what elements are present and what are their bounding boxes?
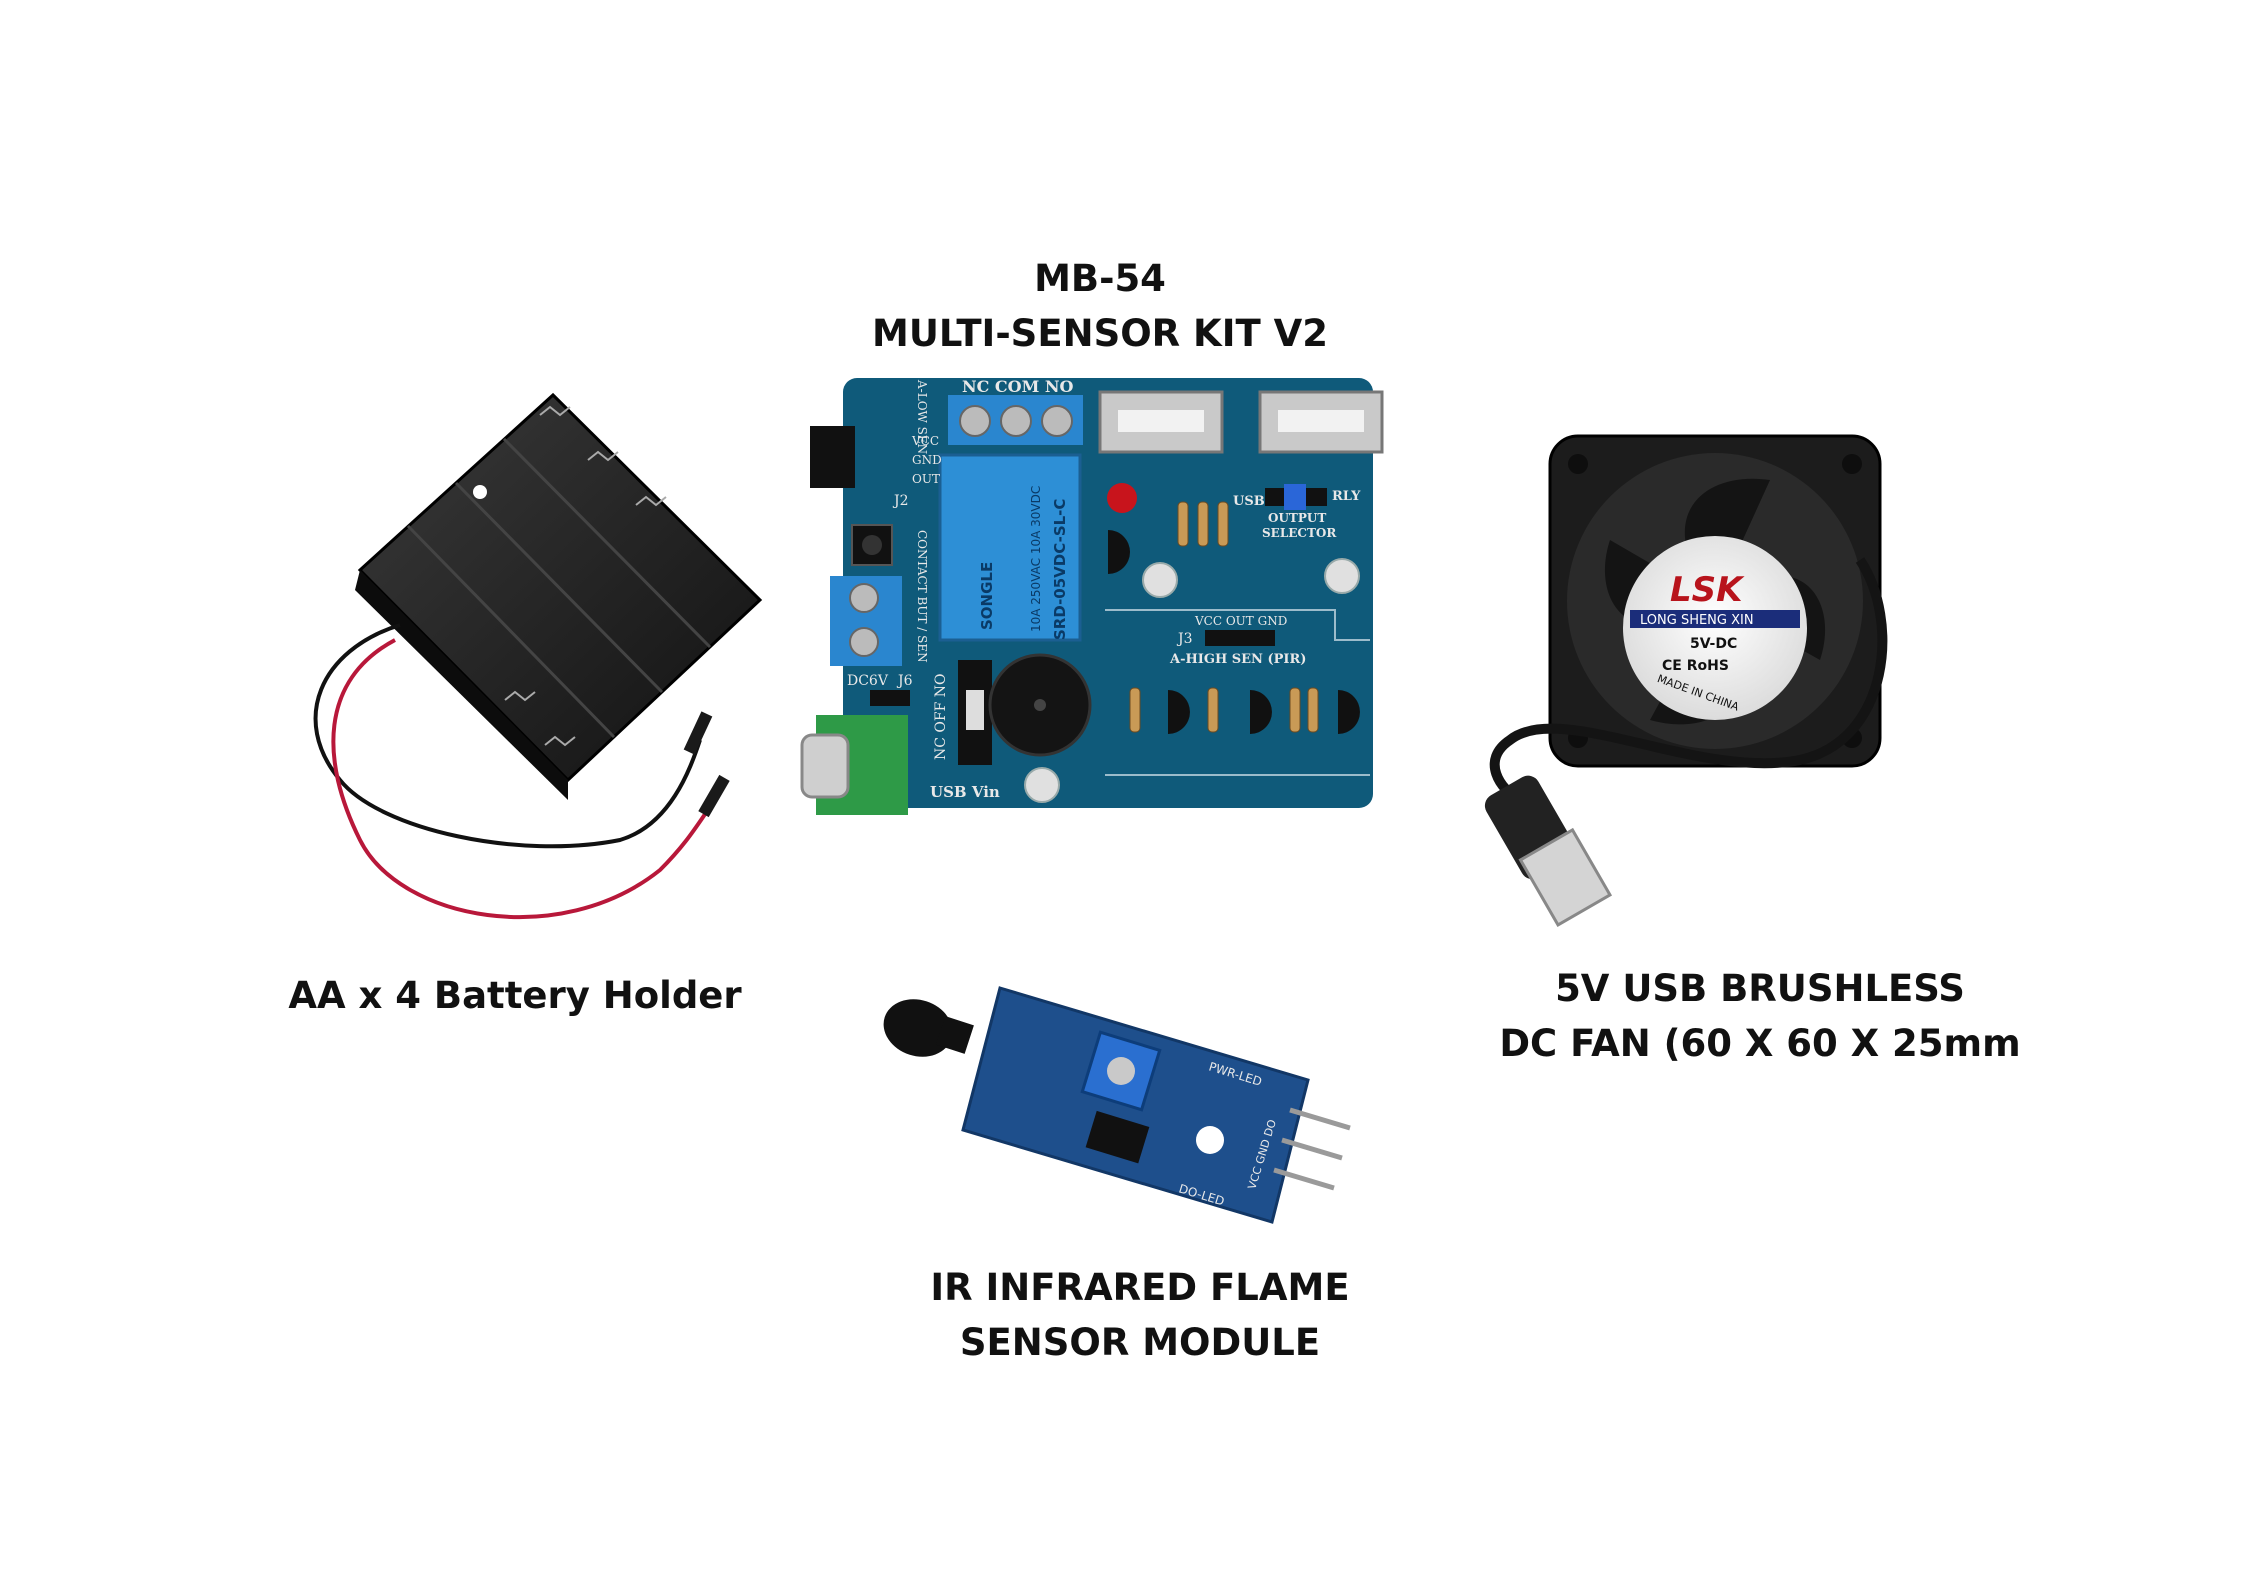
relay-brand: SONGLE [978,562,996,630]
power-terminal-block [830,576,902,666]
battery-wire-red [331,638,717,920]
usb-a-port [1098,390,1224,454]
battery-wire-connector [683,711,713,755]
pir-header [1205,630,1275,646]
caption-fan-line1: 5V USB BRUSHLESS [1555,967,1965,1010]
relay-model: SRD-05VDC-SL-C [1051,499,1069,640]
fan-maker: LONG SHENG XIN [1640,613,1754,628]
power-label: DC6V [847,673,889,689]
pin-vcc: VCC [911,434,939,448]
caption-fan-line2: DC FAN (60 X 60 X 25mm [1499,1022,2021,1065]
flame-mount-hole [1196,1126,1224,1154]
mounting-hole [1142,562,1178,598]
battery-springs-icon [504,405,667,747]
relay-terminal-block [948,395,1083,445]
flame-sensor-module: PWR-LED DO-LED VCC GND DO [883,986,1351,1224]
usb-vin-label: USB Vin [930,783,1000,801]
battery-wire-connector [698,774,730,818]
jumper-j6-label: J6 [896,673,913,689]
pir-connector [810,426,855,488]
caption-flame-line2: SENSOR MODULE [959,1321,1321,1364]
jumper-j2-label: J2 [892,493,909,509]
caption-usb-fan: 5V USB BRUSHLESS DC FAN (60 X 60 X 25mm [1480,961,2040,1071]
caption-mb54-line2: MULTI-SENSOR KIT V2 [872,312,1328,355]
comparator-chip [1085,1110,1150,1164]
pir-label: A-HIGH SEN (PIR) [1169,652,1306,667]
header-label: VCC OUT GND [1194,614,1287,628]
usb-typec-port [800,733,850,799]
mounting-hole [1324,558,1360,594]
fan-cable [1489,557,1888,805]
battery-holder-hole [473,485,487,499]
relay-body [938,453,1082,642]
mounting-hole [1024,767,1060,803]
fan-voltage: 5V-DC [1690,636,1737,652]
caption-battery-holder: AA x 4 Battery Holder [285,968,745,1023]
pin-out: OUT [912,472,940,486]
usb-select-label: USB [1233,494,1265,509]
pin-gnd: GND [912,453,942,467]
usb-fan: LSK LONG SHENG XIN 5V-DC CE RoHS MADE IN… [1484,434,1888,927]
caption-mb54-line1: MB-54 [1034,257,1166,300]
slide-switch [958,660,992,765]
battery-holder [313,392,763,920]
transistor-icon [1108,530,1360,734]
rly-select-label: RLY [1332,489,1361,504]
fan-marks: CE RoHS [1662,658,1729,674]
battery-wire-black [313,623,702,849]
relay: SONGLE SRD-05VDC-SL-C 10A 250VAC 10A 30V… [938,453,1082,642]
ir-receiver [883,999,953,1057]
caption-flame-line1: IR INFRARED FLAME [930,1266,1350,1309]
fan-brand: LSK [1670,570,1745,610]
switch-label: NC OFF NO [933,674,949,761]
sensor-label: A-LOW SEN [915,379,929,454]
usb-plug-metal [1518,827,1613,927]
jumper-j3-label: J3 [1176,631,1193,647]
header-pins-icon [1273,1107,1351,1191]
red-led [1107,483,1137,513]
selector-label: SELECTOR [1262,526,1337,540]
mb54-pcb: NC COM NO A-LOW SEN SONGLE SRD-05VDC-SL-… [800,377,1384,815]
battery-holder-side [355,570,568,800]
caption-battery-line1: AA x 4 Battery Holder [288,974,742,1017]
caption-flame-sensor: IR INFRARED FLAME SENSOR MODULE [880,1260,1400,1370]
resistor-icon [1129,501,1319,733]
contact-label: CONTACT BUT / SEN [915,530,929,663]
usb-a-port [1258,390,1384,454]
output-label: OUTPUT [1268,511,1326,525]
relay-terminal-label: NC COM NO [962,377,1074,396]
power-jumper [870,690,910,706]
caption-mb54-kit: MB-54 MULTI-SENSOR KIT V2 [825,251,1375,361]
relay-rating: 10A 250VAC 10A 30VDC [1029,486,1043,632]
